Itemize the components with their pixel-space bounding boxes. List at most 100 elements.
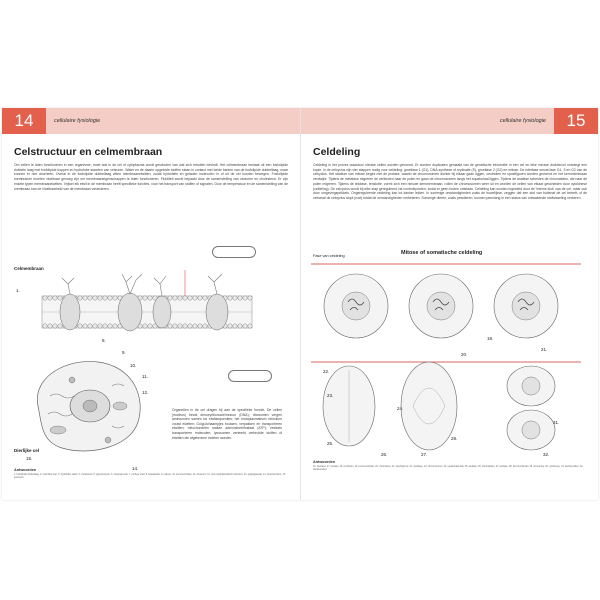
page-number: 14 <box>2 108 46 134</box>
phospholipid-head <box>47 323 53 329</box>
label-number-31: 31. <box>553 420 560 425</box>
phospholipid-head <box>182 295 188 301</box>
phospholipid-head <box>242 295 248 301</box>
label-number-12: 12. <box>142 390 149 395</box>
phospholipid-head <box>52 323 58 329</box>
mitosis-illustration <box>311 263 581 451</box>
phospholipid-head <box>237 323 243 329</box>
phospholipid-head <box>237 295 243 301</box>
page-title: Celstructuur en celmembraan <box>14 146 163 158</box>
intro-text: Celdeling is het proces waardoor nieuwe … <box>313 163 587 200</box>
label-number-21: 21. <box>541 347 548 352</box>
label-number-1: 1. <box>16 288 20 293</box>
phospholipid-head <box>107 323 113 329</box>
chromosome <box>517 298 535 311</box>
phospholipid-head <box>232 323 238 329</box>
phospholipid-head <box>232 295 238 301</box>
label-number-22: 22. <box>323 369 330 374</box>
phospholipid-head <box>192 323 198 329</box>
phospholipid-head <box>87 323 93 329</box>
label-number-26: 26. <box>381 452 388 457</box>
phospholipid-head <box>187 295 193 301</box>
phospholipid-head <box>172 295 178 301</box>
phospholipid-head <box>52 295 58 301</box>
phospholipid-head <box>177 295 183 301</box>
answers-text: 16. interfase; 17. profase; 18. centriol… <box>313 466 584 472</box>
phospholipid-head <box>102 323 108 329</box>
phospholipid-head <box>197 323 203 329</box>
phospholipid-head <box>42 295 48 301</box>
left-page: 14 cellulaire fysiologie Celstructuur en… <box>2 108 300 500</box>
label-number-9: 9. <box>122 350 126 355</box>
label-number-20: 20. <box>461 352 468 357</box>
phospholipid-head <box>227 295 233 301</box>
cell-outline <box>400 361 458 451</box>
phospholipid-head <box>92 295 98 301</box>
nucleus <box>511 291 541 321</box>
label-number-32: 32. <box>543 452 550 457</box>
label-number-27: 27. <box>421 452 428 457</box>
page-number: 15 <box>554 108 598 134</box>
phospholipid-head <box>142 323 148 329</box>
page-title: Celdeling <box>313 146 361 158</box>
phospholipid-head <box>247 295 253 301</box>
phospholipid-head <box>202 295 208 301</box>
phospholipid-head <box>192 295 198 301</box>
phospholipid-head <box>152 295 158 301</box>
phospholipid-head <box>177 323 183 329</box>
phospholipid-head <box>92 323 98 329</box>
phospholipid-head <box>202 323 208 329</box>
running-header: cellulaire fysiologie <box>54 118 101 124</box>
phospholipid-head <box>42 323 48 329</box>
callout-box <box>228 370 272 382</box>
nucleus <box>521 420 541 440</box>
label-number-28: 28. <box>451 436 458 441</box>
mitosis-title: Mitose of somatische celdeling <box>401 250 483 256</box>
intro-text: Om cellen te laten functioneren in een o… <box>14 163 288 191</box>
phospholipid-head <box>247 323 253 329</box>
label-number-8: 8. <box>102 338 106 343</box>
phospholipid-head <box>227 323 233 329</box>
label-number-24: 24. <box>397 406 404 411</box>
phospholipid-head <box>242 323 248 329</box>
book-spread: 14 cellulaire fysiologie Celstructuur en… <box>2 108 598 500</box>
label-number-25: 25. <box>327 441 334 446</box>
phospholipid-head <box>142 295 148 301</box>
phospholipid-head <box>167 323 173 329</box>
phospholipid-head <box>112 295 118 301</box>
phospholipid-head <box>102 295 108 301</box>
phospholipid-head <box>147 323 153 329</box>
phospholipid-head <box>182 323 188 329</box>
label-number-14: 14. <box>132 466 139 471</box>
phospholipid-head <box>57 295 63 301</box>
answers-heading: Antwoorden <box>313 460 336 464</box>
answers-text: 1. fosfolipide dubbellaag; 2. hydrofiele… <box>14 474 286 480</box>
phospholipid-head <box>107 295 113 301</box>
header-band <box>301 108 598 134</box>
phospholipid-head <box>47 295 53 301</box>
section-heading-membrane: Celmembraan <box>14 266 44 271</box>
label-number-15: 15. <box>26 456 33 461</box>
phase-label: Fase van celdeling <box>313 254 345 258</box>
nucleus <box>521 376 541 396</box>
phospholipid-head <box>77 323 83 329</box>
phospholipid-head <box>112 323 118 329</box>
label-number-23: 23. <box>327 393 334 398</box>
running-header: cellulaire fysiologie <box>499 118 546 124</box>
phospholipid-head <box>87 295 93 301</box>
chromosome <box>347 298 365 311</box>
chromosome <box>432 298 450 311</box>
phospholipid-head <box>82 295 88 301</box>
phospholipid-head <box>187 323 193 329</box>
section-heading-cell: Dierlijke cel <box>14 448 40 453</box>
phospholipid-head <box>97 323 103 329</box>
phospholipid-head <box>97 295 103 301</box>
phospholipid-head <box>167 295 173 301</box>
callout-box <box>212 246 256 258</box>
phospholipid-head <box>152 323 158 329</box>
right-page: 15 cellulaire fysiologie Celdeling Celde… <box>300 108 598 500</box>
header-band <box>2 108 300 134</box>
organelle-info-box: Organellen in de cel dragen bij aan de s… <box>172 408 282 440</box>
phospholipid-head <box>147 295 153 301</box>
answers-heading: Antwoorden <box>14 468 37 472</box>
